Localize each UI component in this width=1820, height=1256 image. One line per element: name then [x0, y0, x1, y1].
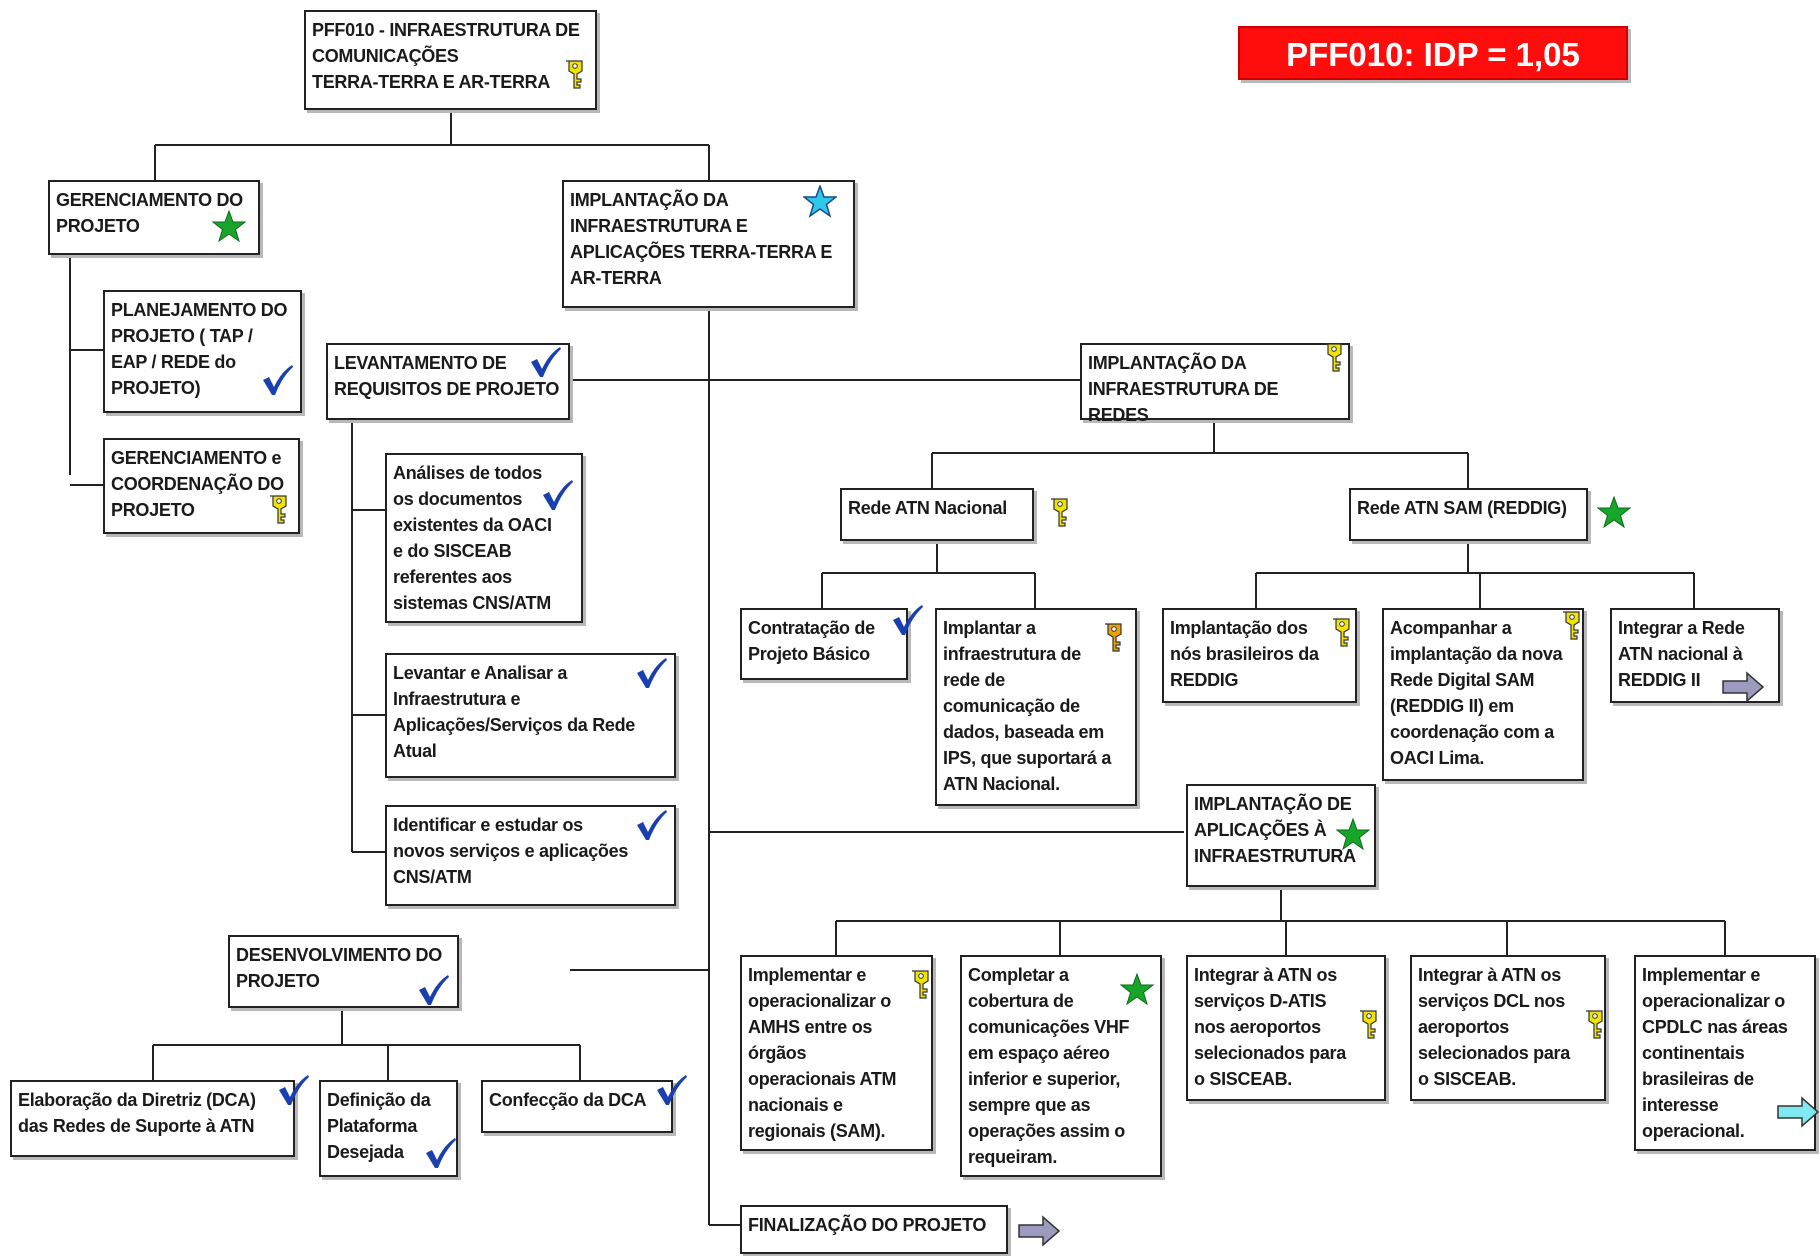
- node-label: Implementar e operacionalizar o CPDLC na…: [1642, 965, 1788, 1141]
- wbs-node-amhs: Implementar e operacionalizar o AMHS ent…: [740, 955, 933, 1151]
- node-label: Elaboração da Diretriz (DCA) das Redes d…: [18, 1090, 256, 1136]
- node-label: PLANEJAMENTO DO PROJETO ( TAP / EAP / RE…: [111, 300, 288, 398]
- cyan-star-icon: [803, 185, 837, 219]
- node-label: DESENVOLVIMENTO DO PROJETO: [236, 945, 442, 991]
- wbs-node-coordenacao: GERENCIAMENTO e COORDENAÇÃO DO PROJETO: [103, 438, 300, 534]
- node-label: LEVANTAMENTO DE REQUISITOS DE PROJETO: [334, 353, 560, 399]
- check-icon: [423, 1136, 457, 1170]
- node-label: Levantar e Analisar a Infraestrutura e A…: [393, 663, 636, 761]
- cyan-arrow-icon: [1776, 1095, 1820, 1129]
- key-icon: [904, 968, 938, 1002]
- key-icon: [1578, 1008, 1612, 1042]
- key-icon: [1325, 616, 1359, 650]
- wbs-node-dcl: Integrar à ATN os serviços DCL nos aerop…: [1410, 955, 1606, 1101]
- node-label: Integrar a Rede ATN nacional à REDDIG II: [1618, 618, 1745, 690]
- check-icon: [276, 1073, 310, 1107]
- node-label: FINALIZAÇÃO DO PROJETO: [748, 1215, 987, 1235]
- key-icon: [262, 493, 296, 527]
- wbs-node-planejamento: PLANEJAMENTO DO PROJETO ( TAP / EAP / RE…: [103, 290, 302, 413]
- node-label: Integrar à ATN os serviços DCL nos aerop…: [1418, 965, 1570, 1089]
- green-star-icon: [1597, 496, 1631, 530]
- wbs-node-acompanhar: Acompanhar a implantação da nova Rede Di…: [1382, 608, 1584, 781]
- node-label: Implantação dos nós brasileiros da REDDI…: [1170, 618, 1319, 690]
- wbs-node-nos-brasileiros: Implantação dos nós brasileiros da REDDI…: [1162, 608, 1357, 703]
- green-star-icon: [1336, 818, 1370, 852]
- wbs-node-rede-nacional: Rede ATN Nacional: [840, 488, 1034, 541]
- node-label: Implementar e operacionalizar o AMHS ent…: [748, 965, 897, 1141]
- check-icon: [634, 808, 668, 842]
- node-label: Análises de todos os documentos existent…: [393, 463, 552, 613]
- key-icon: [1043, 496, 1077, 530]
- node-label: PFF010 - INFRAESTRUTURA DE COMUNICAÇÕES …: [312, 20, 580, 92]
- wbs-node-finalizacao: FINALIZAÇÃO DO PROJETO: [740, 1205, 1008, 1254]
- node-label: Contratação de Projeto Básico: [748, 618, 875, 664]
- node-label: GERENCIAMENTO e COORDENAÇÃO DO PROJETO: [111, 448, 284, 520]
- node-label: Rede ATN Nacional: [848, 498, 1007, 518]
- wbs-node-identificar: Identificar e estudar os novos serviços …: [385, 805, 676, 906]
- gray-arrow-icon: [1017, 1214, 1061, 1248]
- key-icon: [558, 58, 592, 92]
- wbs-node-levantamento: LEVANTAMENTO DE REQUISITOS DE PROJETO: [326, 343, 570, 420]
- node-label: Identificar e estudar os novos serviços …: [393, 815, 629, 887]
- green-star-icon: [1120, 973, 1154, 1007]
- node-label: Completar a cobertura de comunicações VH…: [968, 965, 1130, 1167]
- check-icon: [528, 345, 562, 379]
- check-icon: [890, 603, 924, 637]
- wbs-node-elaboracao: Elaboração da Diretriz (DCA) das Redes d…: [10, 1080, 295, 1157]
- key-icon: [1317, 341, 1351, 375]
- check-icon: [634, 656, 668, 690]
- node-label: Definição da Plataforma Desejada: [327, 1090, 431, 1162]
- wbs-node-desenvolvimento: DESENVOLVIMENTO DO PROJETO: [228, 935, 459, 1008]
- node-label: Confecção da DCA: [489, 1090, 647, 1110]
- node-label: Acompanhar a implantação da nova Rede Di…: [1390, 618, 1563, 768]
- node-label: IMPLANTAÇÃO DA INFRAESTRUTURA E APLICAÇÕ…: [570, 190, 833, 288]
- wbs-node-gerenciamento: GERENCIAMENTO DO PROJETO: [48, 180, 260, 255]
- wbs-node-implantar-ips: Implantar a infraestrutura de rede de co…: [935, 608, 1137, 806]
- wbs-node-vhf: Completar a cobertura de comunicações VH…: [960, 955, 1162, 1177]
- wbs-node-definicao: Definição da Plataforma Desejada: [319, 1080, 458, 1177]
- wbs-node-analises: Análises de todos os documentos existent…: [385, 453, 583, 623]
- wbs-node-confeccao: Confecção da DCA: [481, 1080, 673, 1133]
- wbs-node-rede-sam: Rede ATN SAM (REDDIG): [1349, 488, 1588, 541]
- key-icon: [1352, 1008, 1386, 1042]
- wbs-node-cpdlc: Implementar e operacionalizar o CPDLC na…: [1634, 955, 1816, 1151]
- node-label: Integrar à ATN os serviços D-ATIS nos ae…: [1194, 965, 1346, 1089]
- key-icon: [1555, 609, 1589, 643]
- wbs-node-implantacao-infra-apps: IMPLANTAÇÃO DA INFRAESTRUTURA E APLICAÇÕ…: [562, 180, 855, 308]
- wbs-node-datis: Integrar à ATN os serviços D-ATIS nos ae…: [1186, 955, 1386, 1101]
- check-icon: [260, 363, 294, 397]
- node-label: IMPLANTAÇÃO DE APLICAÇÕES À INFRAESTRUTU…: [1194, 794, 1356, 866]
- green-star-icon: [212, 210, 246, 244]
- wbs-node-root: PFF010 - INFRAESTRUTURA DE COMUNICAÇÕES …: [304, 10, 597, 110]
- check-icon: [416, 973, 450, 1007]
- gray-arrow-icon: [1721, 670, 1765, 704]
- wbs-node-infra-redes: IMPLANTAÇÃO DA INFRAESTRUTURA DE REDES: [1080, 343, 1350, 425]
- wbs-node-contratacao: Contratação de Projeto Básico: [740, 608, 908, 680]
- node-label: Implantar a infraestrutura de rede de co…: [943, 618, 1112, 794]
- wbs-node-levantar: Levantar e Analisar a Infraestrutura e A…: [385, 653, 676, 778]
- node-label: Rede ATN SAM (REDDIG): [1357, 498, 1567, 518]
- check-icon: [540, 478, 574, 512]
- orange-key-icon: [1097, 621, 1131, 655]
- idp-status-badge: PFF010: IDP = 1,05: [1238, 26, 1628, 80]
- node-label: GERENCIAMENTO DO PROJETO: [56, 190, 243, 236]
- node-label: IMPLANTAÇÃO DA INFRAESTRUTURA DE REDES: [1088, 353, 1279, 425]
- check-icon: [654, 1073, 688, 1107]
